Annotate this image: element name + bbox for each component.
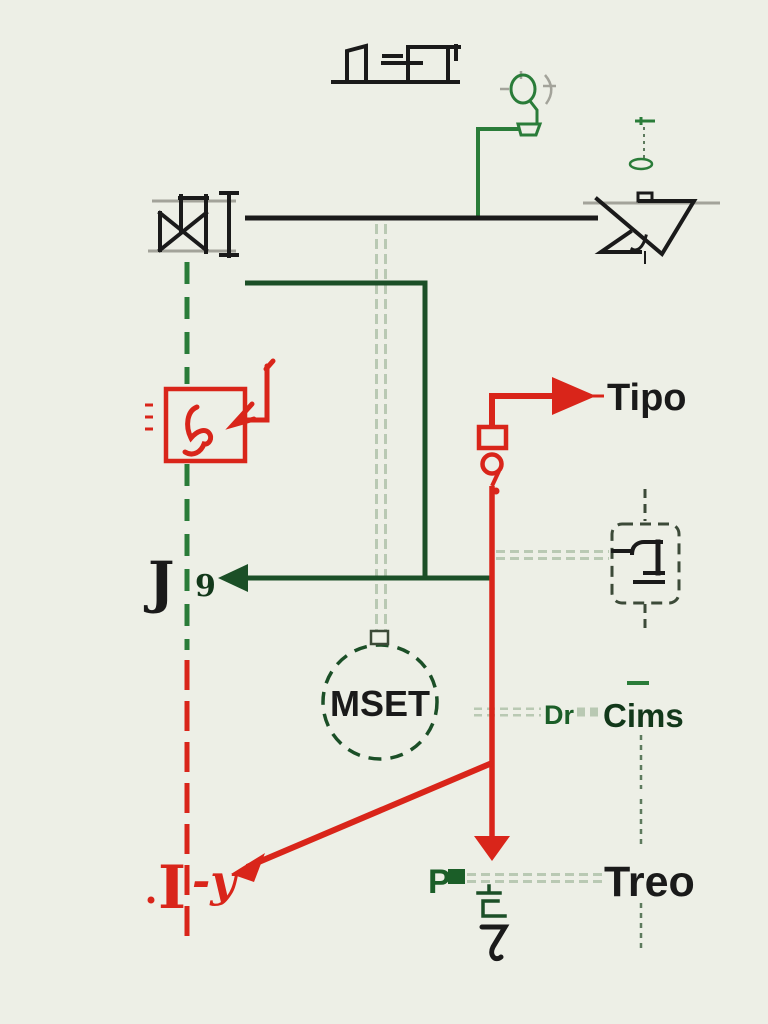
treo-label: Treo: [604, 858, 695, 906]
tipo-arrow: [489, 377, 604, 428]
dashed-component-box-icon: [610, 489, 681, 634]
cylinder-schematic-icon: [331, 43, 461, 84]
mset-label: MSET: [330, 683, 430, 724]
sensor-square-icon: [476, 424, 509, 451]
i-label: I: [158, 853, 186, 923]
triangle-valve-icon: [583, 191, 720, 264]
red-box-squiggle-icon: [145, 386, 248, 464]
hook-glyph-icon: [479, 924, 510, 962]
return-arrow-icon: [225, 358, 276, 430]
regulator-connector-line: [476, 127, 520, 216]
p-label: P: [428, 863, 451, 901]
red-diagonal-arrow: [231, 760, 494, 882]
mset-circle: MSET: [321, 629, 439, 761]
j-arrow: [218, 564, 490, 592]
red-down-arrowhead: [474, 836, 510, 861]
cims-label: Cims: [603, 697, 684, 734]
tipo-label: Tipo: [607, 377, 687, 419]
p-box-icon: [448, 869, 465, 884]
green-branch-line: [245, 280, 428, 578]
bracket-glyph-icon: [476, 884, 507, 918]
j-sub-label: 9: [195, 569, 216, 604]
regulator-schematic-icon: [500, 71, 556, 137]
drip-leg-icon: [628, 117, 655, 171]
j-label: J: [143, 550, 175, 616]
i-suffix-label: -y: [192, 856, 239, 907]
bowtie-valve-icon: [148, 191, 239, 258]
dr-label: Dr: [544, 700, 574, 730]
i-dot: [147, 896, 155, 904]
